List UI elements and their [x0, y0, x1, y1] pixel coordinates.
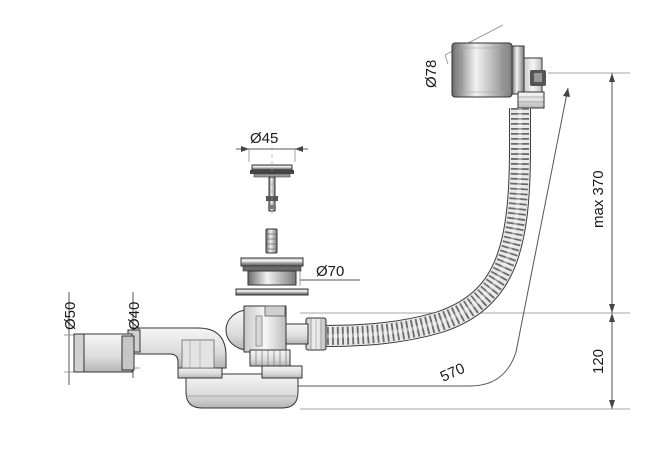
- plug-diameter-label: Ø45: [250, 130, 278, 147]
- outlet-elbow: [127, 327, 227, 369]
- drain-pin: [265, 228, 278, 254]
- hose-length-label: 570: [438, 360, 468, 386]
- trap-height-label: 120: [590, 349, 607, 374]
- arrowhead: [609, 73, 615, 82]
- drain-flange: [235, 257, 309, 296]
- overflow-flange: [511, 45, 525, 95]
- dimension-labels: Ø78 Ø45 Ø70 Ø50 Ø40 570 max 370 120: [62, 60, 607, 386]
- dimension-lines: [64, 24, 630, 410]
- overflow-head: [451, 42, 546, 109]
- hose-length-guide: [290, 87, 569, 387]
- drain-plug: [250, 140, 294, 216]
- overflow-diameter-label: Ø78: [423, 60, 440, 88]
- overflow-hose-connector: [517, 91, 545, 109]
- flange-gasket: [235, 288, 309, 296]
- max-height-label: max 370: [590, 170, 607, 228]
- outlet-outer-diameter-label: Ø50: [62, 302, 79, 330]
- hose-connector-nut: [285, 317, 327, 351]
- trap-bowl: [185, 373, 299, 409]
- outlet-inner-diameter-label: Ø40: [126, 302, 143, 330]
- outlet-pipe: [73, 333, 135, 373]
- overflow-cover: [451, 42, 513, 98]
- drain-body: [177, 305, 303, 409]
- corrugated-hose: [321, 108, 531, 347]
- drain-diameter-label: Ø70: [316, 263, 344, 280]
